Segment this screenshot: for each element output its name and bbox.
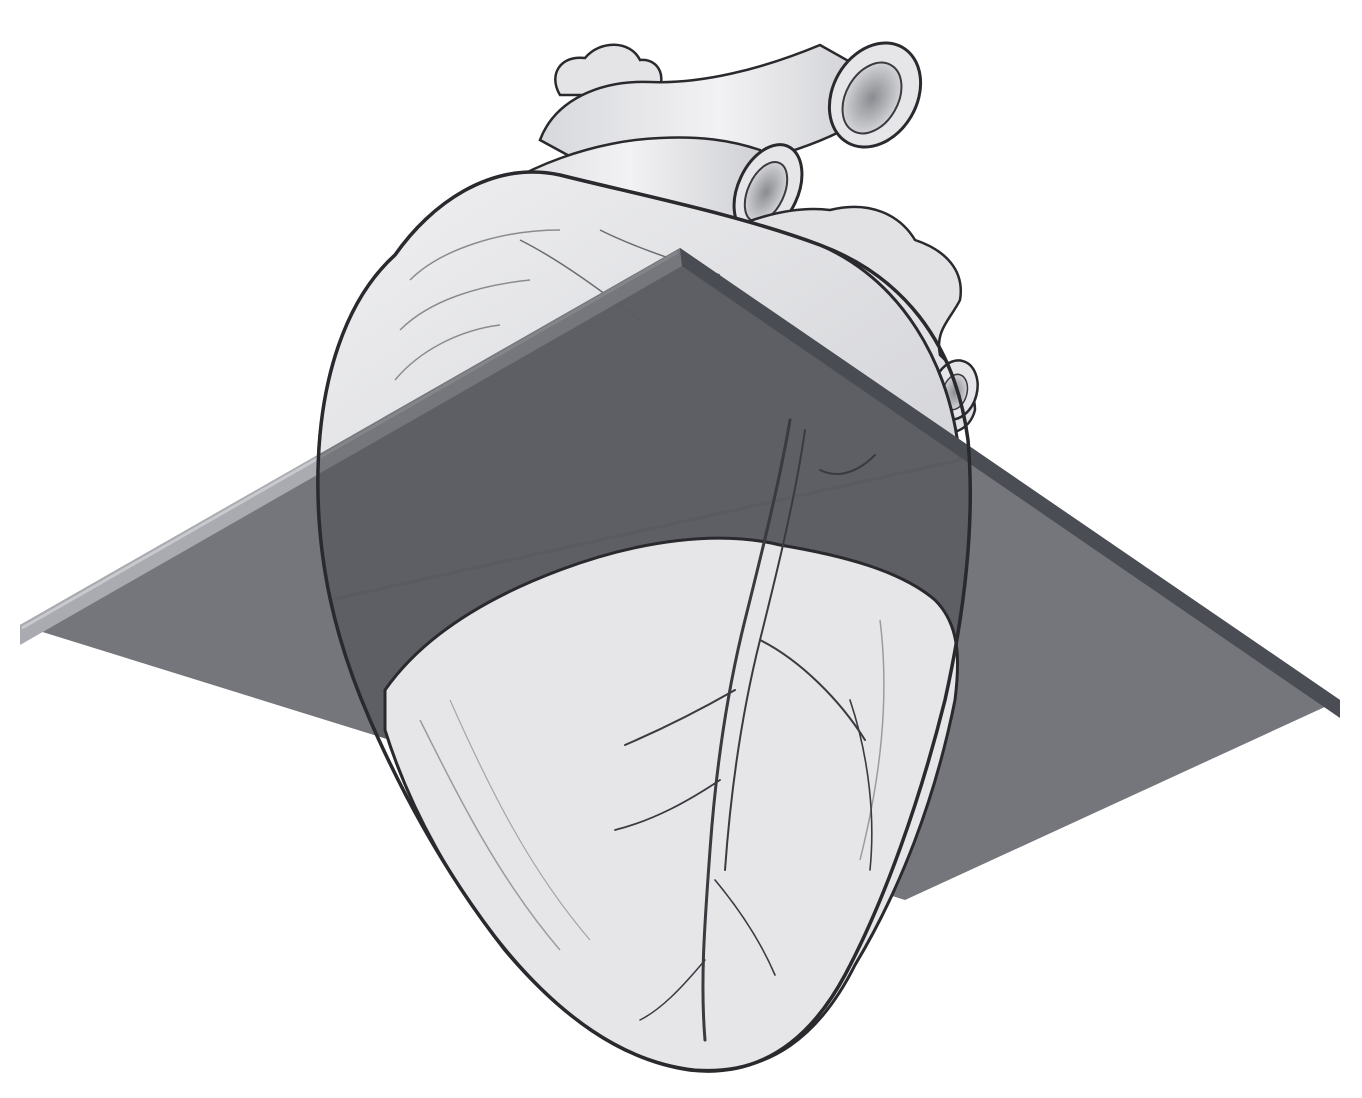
heart-plane-diagram	[0, 0, 1362, 1098]
figure-canvas	[0, 0, 1362, 1098]
